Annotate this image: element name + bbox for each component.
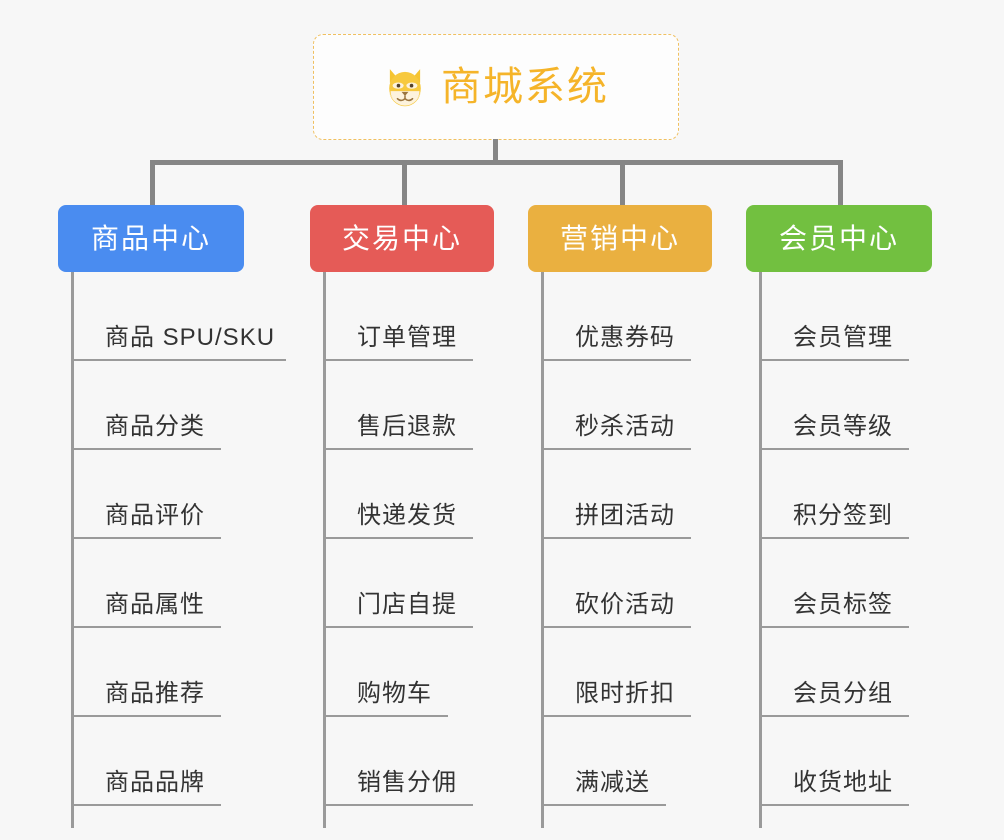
leaf-item[interactable]: 会员分组 (759, 628, 919, 717)
leaf-item[interactable]: 商品品牌 (71, 717, 231, 806)
leaf-item-label: 门店自提 (357, 591, 457, 618)
leaf-item-underline (759, 359, 909, 361)
leaf-item[interactable]: 门店自提 (323, 539, 483, 628)
leaf-item[interactable]: 商品评价 (71, 450, 231, 539)
dog-face-icon (383, 65, 427, 109)
connector-horizontal-bus (150, 160, 840, 165)
leaf-item[interactable]: 优惠券码 (541, 272, 701, 361)
leaf-item[interactable]: 收货地址 (759, 717, 919, 806)
column-spine-marketing-center (541, 272, 544, 828)
leaf-item-underline (323, 448, 473, 450)
leaf-item-label: 销售分佣 (357, 769, 457, 796)
leaf-item-underline (323, 537, 473, 539)
leaf-item-underline (71, 359, 286, 361)
leaf-item[interactable]: 砍价活动 (541, 539, 701, 628)
leaf-item-label: 砍价活动 (575, 591, 675, 618)
leaf-item-label: 会员分组 (793, 680, 893, 707)
leaf-item[interactable]: 会员管理 (759, 272, 919, 361)
leaf-item-underline (71, 804, 221, 806)
leaf-item-underline (323, 626, 473, 628)
leaf-item-underline (323, 804, 473, 806)
category-box-product-center[interactable]: 商品中心 (58, 205, 244, 272)
leaf-item[interactable]: 售后退款 (323, 361, 483, 450)
leaf-item-label: 商品品牌 (105, 769, 205, 796)
leaf-item[interactable]: 拼团活动 (541, 450, 701, 539)
leaf-item-underline (541, 448, 691, 450)
leaf-item-underline (71, 715, 221, 717)
root-node[interactable]: 商城系统 (313, 34, 679, 140)
leaf-item[interactable]: 快递发货 (323, 450, 483, 539)
leaf-item-label: 限时折扣 (575, 680, 675, 707)
category-label: 交易中心 (341, 222, 462, 254)
category-box-member-center[interactable]: 会员中心 (746, 205, 932, 272)
leaf-item-underline (759, 448, 909, 450)
leaf-item-label: 优惠券码 (575, 324, 675, 351)
leaf-item-underline (541, 804, 666, 806)
leaf-item-label: 购物车 (357, 680, 432, 707)
connector-root-stem (493, 139, 498, 164)
leaf-item-underline (541, 715, 691, 717)
leaf-item-underline (323, 359, 473, 361)
leaf-item[interactable]: 销售分佣 (323, 717, 483, 806)
connector-drop-marketing-center (620, 160, 625, 206)
leaf-item[interactable]: 会员等级 (759, 361, 919, 450)
leaf-item-underline (71, 448, 221, 450)
leaf-item-label: 订单管理 (357, 324, 457, 351)
leaf-item-label: 收货地址 (793, 769, 893, 796)
leaf-item[interactable]: 商品推荐 (71, 628, 231, 717)
leaf-item-label: 满减送 (575, 769, 650, 796)
column-spine-member-center (759, 272, 762, 828)
leaf-item-label: 积分签到 (793, 502, 893, 529)
leaf-item-label: 商品推荐 (105, 680, 205, 707)
leaf-item[interactable]: 积分签到 (759, 450, 919, 539)
leaf-item[interactable]: 限时折扣 (541, 628, 701, 717)
connector-drop-product-center (150, 160, 155, 206)
leaf-item-underline (541, 359, 691, 361)
root-node-content: 商城系统 (383, 65, 609, 109)
leaf-item[interactable]: 满减送 (541, 717, 676, 806)
connector-drop-trade-center (402, 160, 407, 206)
category-label: 商品中心 (90, 222, 211, 254)
leaf-item-underline (71, 626, 221, 628)
leaf-item-label: 商品分类 (105, 413, 205, 440)
leaf-item-label: 快递发货 (357, 502, 457, 529)
leaf-item[interactable]: 订单管理 (323, 272, 483, 361)
leaf-item-underline (541, 537, 691, 539)
leaf-item-label: 商品属性 (105, 591, 205, 618)
leaf-item-underline (759, 804, 909, 806)
leaf-item-underline (759, 537, 909, 539)
category-label: 营销中心 (559, 222, 680, 254)
leaf-item[interactable]: 秒杀活动 (541, 361, 701, 450)
leaf-item[interactable]: 商品分类 (71, 361, 231, 450)
category-label: 会员中心 (778, 222, 899, 254)
leaf-item[interactable]: 购物车 (323, 628, 458, 717)
leaf-item-underline (759, 715, 909, 717)
connector-drop-member-center (838, 160, 843, 206)
leaf-item-label: 商品评价 (105, 502, 205, 529)
column-spine-product-center (71, 272, 74, 828)
leaf-item-underline (71, 537, 221, 539)
leaf-item-label: 会员等级 (793, 413, 893, 440)
column-spine-trade-center (323, 272, 326, 828)
root-title: 商城系统 (441, 65, 609, 109)
leaf-item-underline (759, 626, 909, 628)
leaf-item-label: 商品 SPU/SKU (105, 324, 276, 351)
category-box-marketing-center[interactable]: 营销中心 (528, 205, 712, 272)
leaf-item-label: 会员标签 (793, 591, 893, 618)
leaf-item[interactable]: 商品属性 (71, 539, 231, 628)
leaf-item-label: 会员管理 (793, 324, 893, 351)
leaf-item[interactable]: 商品 SPU/SKU (71, 272, 296, 361)
leaf-item-label: 拼团活动 (575, 502, 675, 529)
leaf-item-label: 售后退款 (357, 413, 457, 440)
leaf-item-label: 秒杀活动 (575, 413, 675, 440)
leaf-item[interactable]: 会员标签 (759, 539, 919, 628)
leaf-item-underline (541, 626, 691, 628)
leaf-item-underline (323, 715, 448, 717)
category-box-trade-center[interactable]: 交易中心 (310, 205, 494, 272)
